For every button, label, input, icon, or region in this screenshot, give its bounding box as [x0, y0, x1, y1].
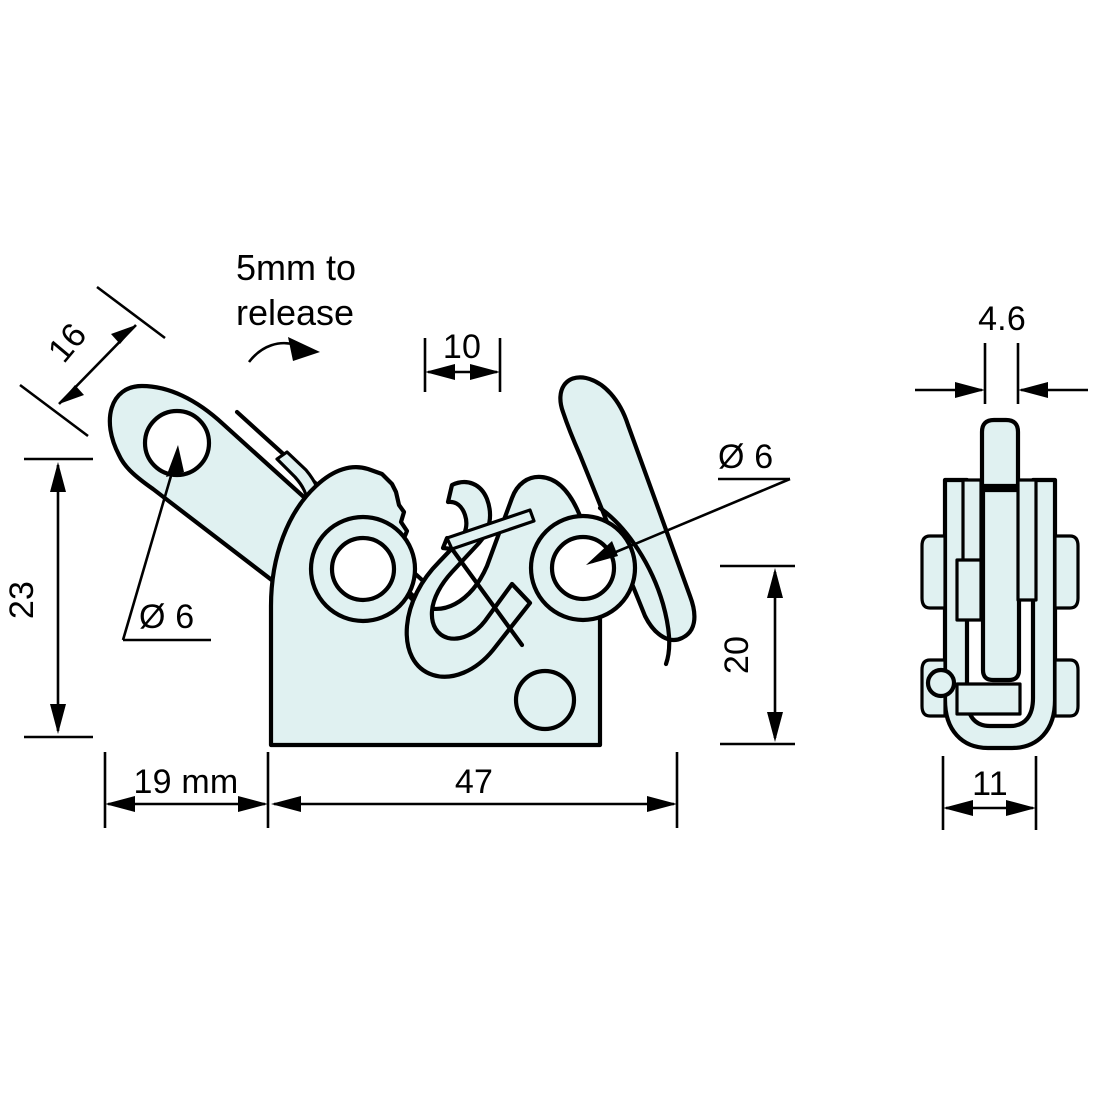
dim-47-label: 47 — [455, 763, 493, 801]
arrow-head — [586, 541, 618, 565]
side-internal-plates — [955, 478, 1038, 716]
left-bearing-hole — [308, 514, 418, 624]
arrow-head — [1006, 800, 1036, 816]
arrow-head — [425, 364, 455, 380]
arrow-head — [767, 568, 783, 598]
dim-dia6-left: Ø 6 — [121, 445, 211, 642]
arrow-head — [470, 364, 500, 380]
dim-4-6: 4.6 — [915, 300, 1088, 404]
arrow-head — [111, 325, 136, 344]
arrow-head — [271, 796, 301, 812]
dim-16-label: 16 — [41, 316, 95, 370]
dim-dia6-left-label: Ø 6 — [139, 598, 194, 636]
arrow-head — [59, 385, 84, 404]
dim-19mm: 19 mm — [103, 752, 270, 828]
arrow-head — [238, 796, 268, 812]
dim-23-label: 23 — [3, 581, 41, 619]
arrow-head — [50, 704, 66, 734]
release-note: 5mm to release — [236, 247, 356, 363]
arrow-head — [105, 796, 135, 812]
dim-20: 20 — [718, 564, 795, 746]
arrow-head — [647, 796, 677, 812]
dim-11-label: 11 — [972, 765, 1008, 803]
dim-10: 10 — [423, 328, 502, 392]
dim-19mm-label: 19 mm — [134, 763, 239, 801]
arrow-head — [166, 445, 184, 477]
body-lower-hole — [513, 668, 577, 732]
right-bearing-hole — [528, 513, 638, 623]
dim-47: 47 — [271, 752, 679, 828]
side-pivot-hole — [925, 667, 957, 699]
dim-4-6-label: 4.6 — [978, 300, 1026, 338]
dim-20-label: 20 — [718, 636, 756, 674]
dim-dia6-right-label: Ø 6 — [718, 438, 773, 476]
release-arc-arrow — [247, 341, 297, 363]
side-centre-blade — [979, 417, 1022, 683]
dim-dia6-right: Ø 6 — [586, 438, 791, 565]
dim-11: 11 — [941, 756, 1038, 830]
front-view — [107, 375, 697, 748]
side-bearing-lugs — [920, 534, 1080, 718]
arrow-head — [1018, 382, 1048, 398]
release-note-line1: 5mm to — [236, 247, 356, 288]
arrow-head — [943, 800, 973, 816]
jaw-tie-rod — [440, 508, 536, 648]
lever-pivot-hole — [142, 408, 212, 478]
side-view — [920, 417, 1080, 751]
arrow-head — [955, 382, 985, 398]
dim-23: 23 — [3, 457, 93, 739]
arrow-head — [50, 462, 66, 492]
arrow-head — [288, 337, 320, 361]
body-right-hook — [558, 375, 697, 667]
release-note-line2: release — [236, 292, 354, 333]
dim-10-label: 10 — [443, 328, 481, 366]
arrow-head — [767, 712, 783, 742]
